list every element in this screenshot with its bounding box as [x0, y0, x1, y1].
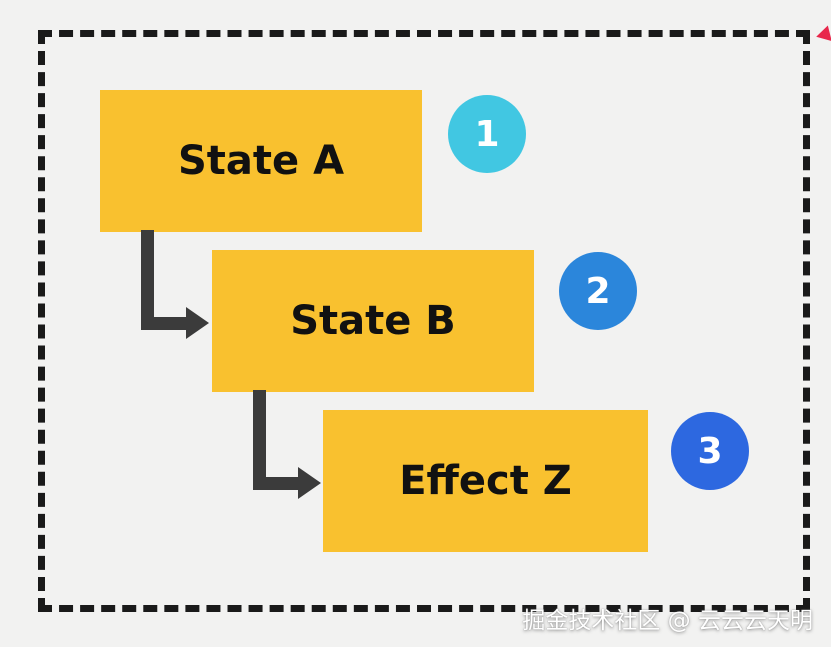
node-state-a: State A: [100, 90, 422, 232]
arrow-b-to-z-horizontal: [253, 477, 300, 490]
node-state-a-label: State A: [177, 138, 345, 184]
node-effect-z: Effect Z: [323, 410, 648, 552]
node-state-b-label: State B: [290, 298, 456, 344]
badge-1: 1: [448, 95, 526, 173]
badge-1-label: 1: [474, 113, 500, 155]
arrow-b-to-z-vertical: [253, 390, 266, 490]
arrow-b-to-z-arrowhead-icon: [298, 467, 321, 499]
red-pointer-icon: [814, 25, 831, 45]
badge-3-label: 3: [697, 430, 723, 472]
badge-2-label: 2: [585, 270, 611, 312]
node-state-b: State B: [212, 250, 534, 392]
badge-3: 3: [671, 412, 749, 490]
arrow-a-to-b-vertical: [141, 230, 154, 330]
badge-2: 2: [559, 252, 637, 330]
arrow-a-to-b-horizontal: [141, 317, 188, 330]
node-effect-z-label: Effect Z: [399, 458, 572, 504]
arrow-a-to-b-arrowhead-icon: [186, 307, 209, 339]
watermark-text: 掘金技术社区 @ 云云云天明: [522, 608, 813, 634]
dashed-border-frame: [38, 30, 810, 612]
